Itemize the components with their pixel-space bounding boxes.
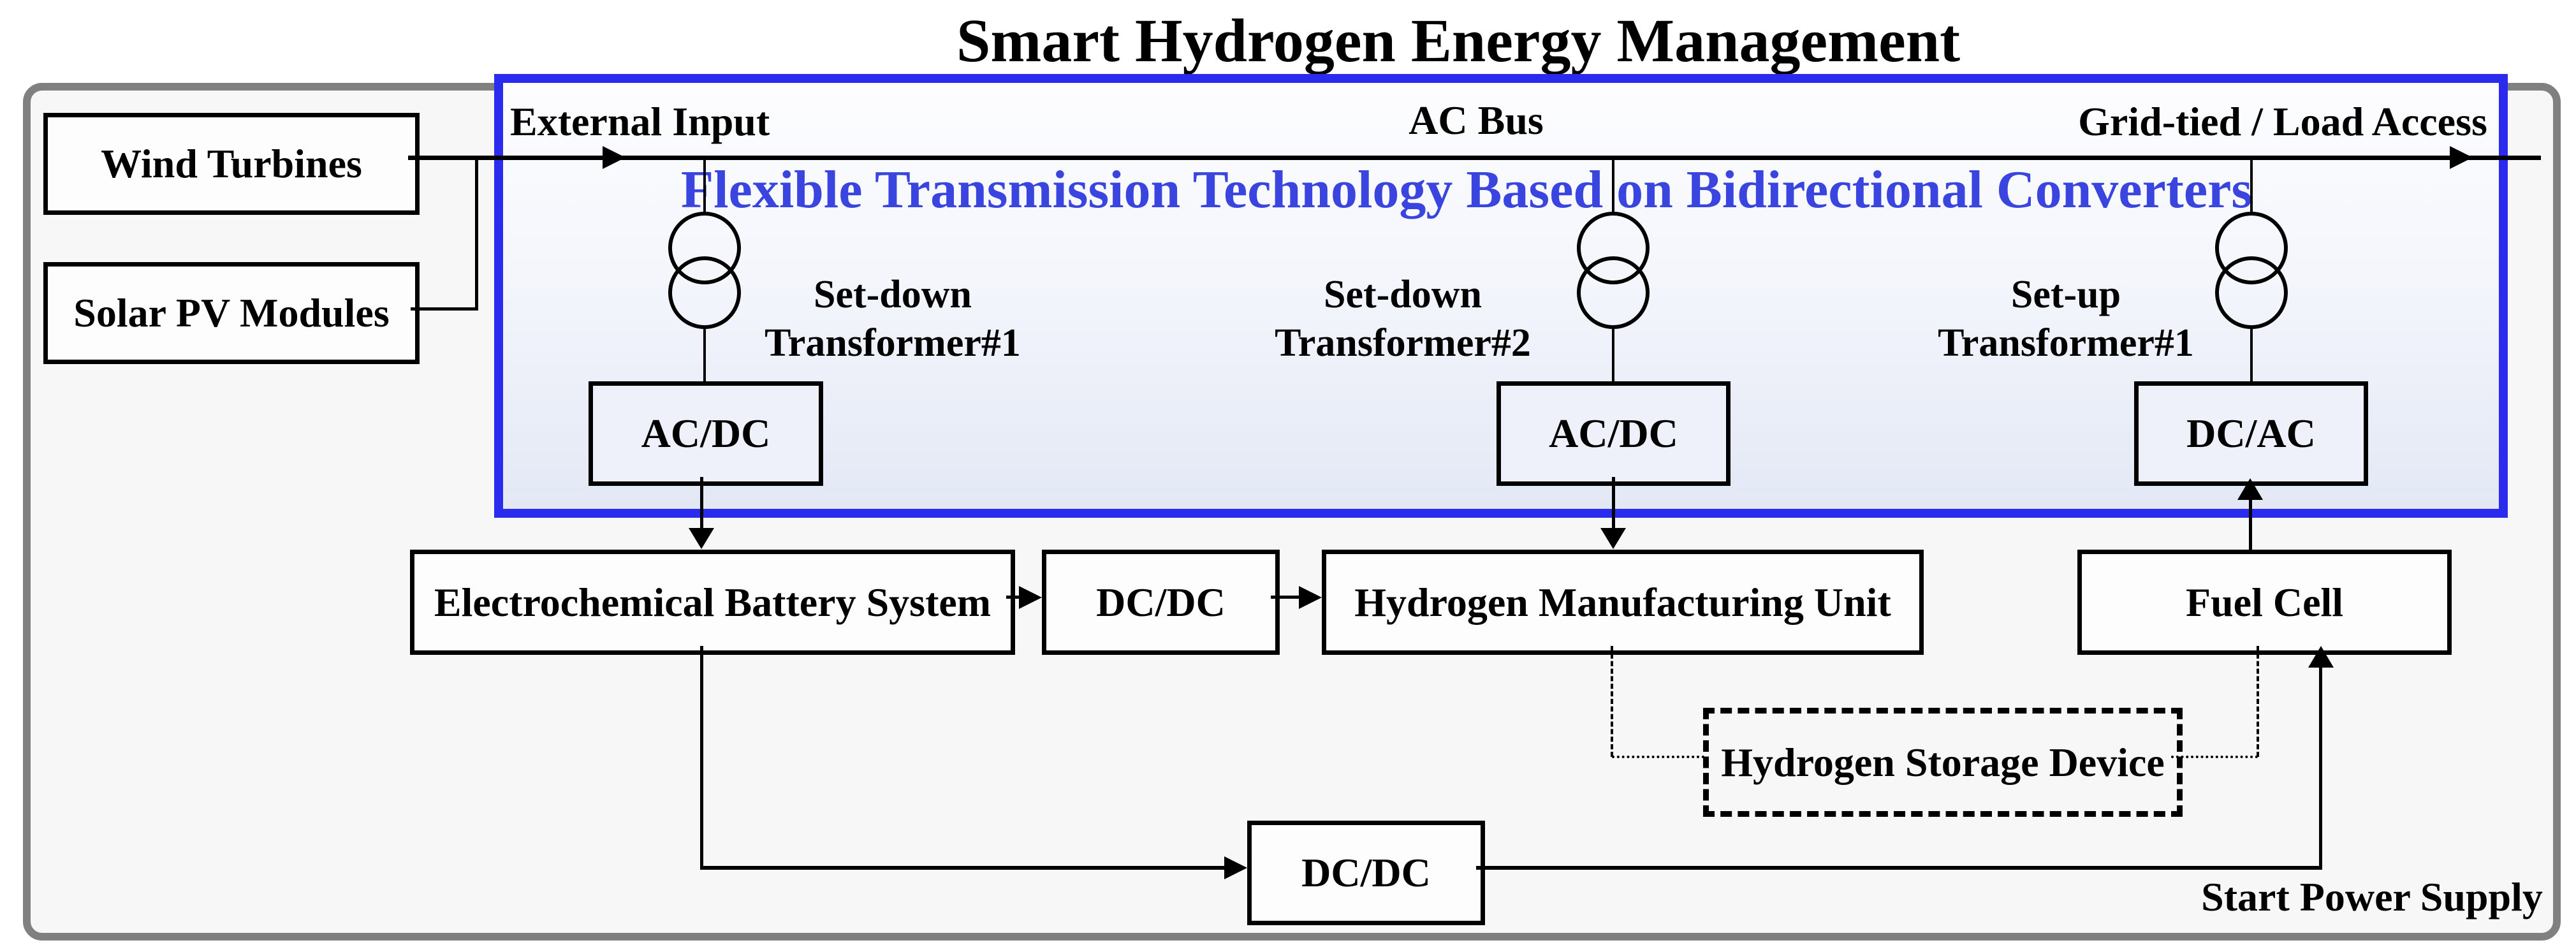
solar-pv-label: Solar PV Modules bbox=[73, 290, 390, 335]
acdc2-down-arrow-icon bbox=[1600, 528, 1626, 549]
storage-left-dotted-line bbox=[1612, 756, 1704, 758]
battery-to-dcdc-line bbox=[1006, 596, 1019, 599]
start-dcdc-box: DC/DC bbox=[1247, 821, 1485, 925]
solar-pv-box: Solar PV Modules bbox=[43, 262, 420, 364]
transformer1-top-lead bbox=[703, 159, 706, 213]
startdcdc-arrow-icon bbox=[1224, 856, 1247, 879]
storage-right-dotted-line bbox=[2171, 756, 2258, 758]
grid-right-arrow-icon bbox=[2450, 146, 2473, 169]
bus-right-arrow-icon bbox=[603, 146, 626, 169]
battery-down-line bbox=[700, 646, 703, 869]
hydrogen-storage-box: Hydrogen Storage Device bbox=[1703, 708, 2183, 817]
transformer3-top-lead bbox=[2250, 159, 2253, 213]
transformer3-bottom-lead bbox=[2250, 328, 2253, 383]
grid-tied-load-access-label: Grid-tied / Load Access bbox=[2078, 99, 2487, 144]
ac-bus-label: AC Bus bbox=[1409, 98, 1544, 143]
transformer3-label: Set-up Transformer#1 bbox=[1938, 273, 2194, 365]
dcdc-to-hmu-line bbox=[1271, 596, 1299, 599]
acdc-converter2-box: AC/DC bbox=[1497, 381, 1731, 486]
fuel-cell-box: Fuel Cell bbox=[2077, 550, 2452, 655]
transformer3-icon bbox=[2215, 256, 2288, 329]
transformer2-bottom-lead bbox=[1612, 328, 1614, 383]
panel-heading: Flexible Transmission Technology Based o… bbox=[680, 160, 2253, 219]
ac-bus-line bbox=[408, 156, 2541, 160]
transformer2-label: Set-down Transformer#2 bbox=[1275, 273, 1531, 365]
diagram-title: Smart Hydrogen Energy Management bbox=[956, 6, 1961, 75]
hydrogen-manufacturing-box: Hydrogen Manufacturing Unit bbox=[1322, 550, 1924, 655]
solar-connector-vertical bbox=[475, 157, 478, 311]
fuelcell-up-arrow-icon bbox=[2308, 646, 2334, 668]
transformer1-icon bbox=[668, 256, 741, 329]
transformer1-bottom-lead bbox=[703, 328, 706, 383]
start-power-supply-label: Start Power Supply bbox=[2201, 874, 2543, 919]
battery-system-box: Electrochemical Battery System bbox=[410, 550, 1015, 655]
external-input-label: External Input bbox=[510, 99, 770, 144]
acdc-converter1-box: AC/DC bbox=[589, 381, 823, 486]
dcac-up-arrow-icon bbox=[2237, 478, 2263, 500]
solar-connector-horizontal bbox=[411, 307, 478, 311]
wind-turbines-box: Wind Turbines bbox=[43, 113, 420, 215]
transformer1-label: Set-down Transformer#1 bbox=[765, 273, 1021, 365]
startdcdc-to-fuelcell-line bbox=[1476, 866, 2322, 870]
battery-to-dcdc-arrow-icon bbox=[1019, 586, 1042, 609]
fuelcell-up-line bbox=[2319, 666, 2322, 868]
wind-turbines-label: Wind Turbines bbox=[101, 141, 362, 186]
dcdc-to-hmu-arrow-icon bbox=[1299, 586, 1322, 609]
fuelcell-to-dcac-line bbox=[2249, 499, 2252, 550]
dcdc-converter-box: DC/DC bbox=[1042, 550, 1280, 655]
acdc1-output-line bbox=[700, 477, 703, 529]
hmu-to-storage-dashed-line bbox=[1611, 646, 1613, 757]
acdc1-down-arrow-icon bbox=[689, 528, 714, 549]
transformer2-icon bbox=[1577, 256, 1650, 329]
dcac-converter-box: DC/AC bbox=[2134, 381, 2368, 486]
transformer2-top-lead bbox=[1612, 159, 1614, 213]
acdc2-output-line bbox=[1612, 477, 1615, 529]
battery-to-startdcdc-line bbox=[700, 866, 1224, 870]
storage-to-fuelcell-dashed-line bbox=[2257, 646, 2259, 757]
